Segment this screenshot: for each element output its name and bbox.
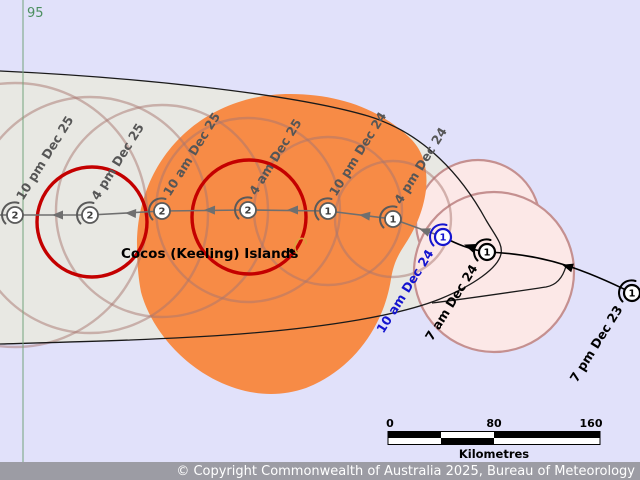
track-direction-arrow	[287, 205, 298, 215]
island-marker-dot	[289, 248, 294, 254]
intensity-category: 2	[87, 211, 94, 222]
uncertainty-cone-boundary	[0, 70, 502, 345]
scale-bar-segment	[441, 438, 494, 445]
cyclone-symbol-tail	[1, 201, 20, 225]
island-label: Cocos (Keeling) Islands	[121, 246, 298, 262]
warning-area	[137, 94, 427, 394]
track-direction-arrow	[125, 209, 137, 219]
scale-unit-label: Kilometres	[459, 447, 529, 461]
intensity-category: 2	[12, 211, 19, 222]
copyright-text: © Copyright Commonwealth of Australia 20…	[176, 463, 635, 479]
range-circle	[333, 159, 453, 279]
intensity-category: 2	[245, 206, 252, 217]
copyright-bar: © Copyright Commonwealth of Australia 20…	[0, 462, 640, 480]
intensity-category: 1	[629, 289, 636, 300]
cyclone-symbol-circle	[239, 201, 257, 219]
cyclone-symbol-tail	[148, 197, 167, 221]
cyclone-symbol-tail	[379, 205, 398, 229]
cyclone-symbol-circle	[81, 206, 99, 224]
track-direction-arrow	[419, 228, 431, 237]
cyclone-symbol-circle	[319, 202, 337, 220]
cyclone-symbol-circle	[6, 206, 24, 224]
cyclone-symbol-circle	[622, 283, 640, 303]
cyclone-symbol-tail	[76, 201, 95, 225]
scale-bar-segment	[494, 431, 600, 438]
cyclone-symbol-tail	[234, 196, 253, 220]
cyclone-symbol-circle	[384, 210, 402, 228]
intensity-category: 1	[390, 215, 397, 226]
intensity-category: 1	[484, 248, 491, 259]
uncertainty-cone-boundary-east	[431, 265, 567, 304]
scale-bar-segment	[388, 431, 441, 438]
intensity-category: 1	[325, 207, 332, 218]
observed-track-line	[442, 236, 633, 294]
intensity-circle	[190, 158, 308, 276]
track-direction-arrow	[464, 244, 476, 253]
intensity-category: 2	[159, 207, 166, 218]
cyclone-symbol-circle	[433, 227, 453, 247]
cyclone-symbol-circle	[477, 242, 497, 262]
cyclone-symbol-tail	[314, 197, 333, 221]
intensity-category: 1	[440, 233, 447, 244]
scale-bar-outline	[387, 431, 601, 445]
cyclone-symbol-tail	[429, 223, 448, 247]
cyclone-symbol-tail	[473, 238, 492, 262]
track-direction-arrow	[359, 211, 371, 221]
scale-tick-0: 0	[386, 417, 394, 430]
cyclone-symbol-circle	[153, 202, 171, 220]
track-direction-arrow	[204, 205, 216, 215]
forecast-track-line	[0, 209, 444, 238]
range-circle	[0, 95, 210, 335]
cyclone-symbol-tail	[618, 279, 637, 303]
meridian-label: 95	[27, 6, 44, 21]
scale-tick-80: 80	[486, 417, 502, 430]
island-atoll-icon	[294, 237, 307, 254]
intensity-circle	[35, 165, 149, 279]
scale-tick-160: 160	[580, 417, 603, 430]
track-direction-arrow	[562, 263, 574, 273]
track-direction-arrow	[52, 210, 63, 220]
scale-bar: 0 80 160 Kilometres	[386, 417, 603, 461]
